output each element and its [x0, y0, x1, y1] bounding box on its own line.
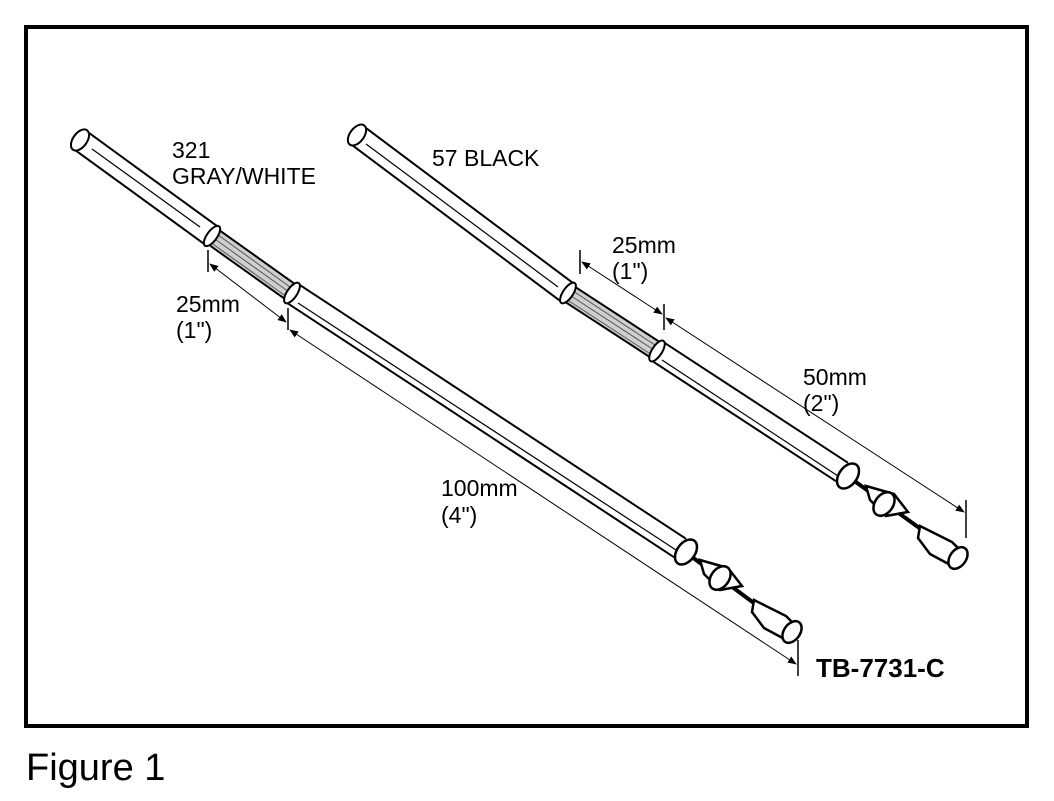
wire-2-length-imperial: (2")	[803, 390, 839, 416]
wire-1-strip-dimension	[207, 250, 289, 330]
wire-1-label-color: GRAY/WHITE	[172, 163, 316, 189]
wire-1-length-imperial: (4")	[441, 502, 477, 528]
wire-2-length-metric: 50mm	[803, 364, 867, 390]
wire-1-strip-metric: 25mm	[176, 291, 240, 317]
wire-2-strip-metric: 25mm	[612, 232, 676, 258]
wire-2-strip-imperial: (1")	[612, 258, 648, 284]
wire-2-insulation-upper	[346, 123, 576, 303]
wire-2-stripped-section	[559, 281, 663, 360]
wire-2-strip-dimension	[579, 250, 665, 330]
wire-black: 57 BLACK 25mm (1") 50mm (2")	[346, 123, 969, 571]
wire-1-label-number: 321	[172, 137, 210, 163]
wire-1-insulation-upper	[69, 128, 220, 246]
drawing-code: TB-7731-C	[816, 653, 945, 683]
wire-2-length-dimension	[665, 317, 967, 538]
wire-2-label: 57 BLACK	[432, 145, 540, 171]
figure-border	[24, 25, 1029, 728]
wire-1-terminal	[673, 538, 803, 645]
wire-1-strip-imperial: (1")	[176, 317, 212, 343]
wire-1-length-dimension	[289, 329, 799, 676]
wire-1-stripped-section	[202, 224, 298, 302]
figure-caption: Figure 1	[26, 747, 165, 789]
wire-gray-white: 321 GRAY/WHITE 25mm (1") 100mm (4")	[69, 128, 803, 676]
wire-2-terminal	[835, 462, 969, 571]
wire-1-length-metric: 100mm	[441, 475, 518, 501]
